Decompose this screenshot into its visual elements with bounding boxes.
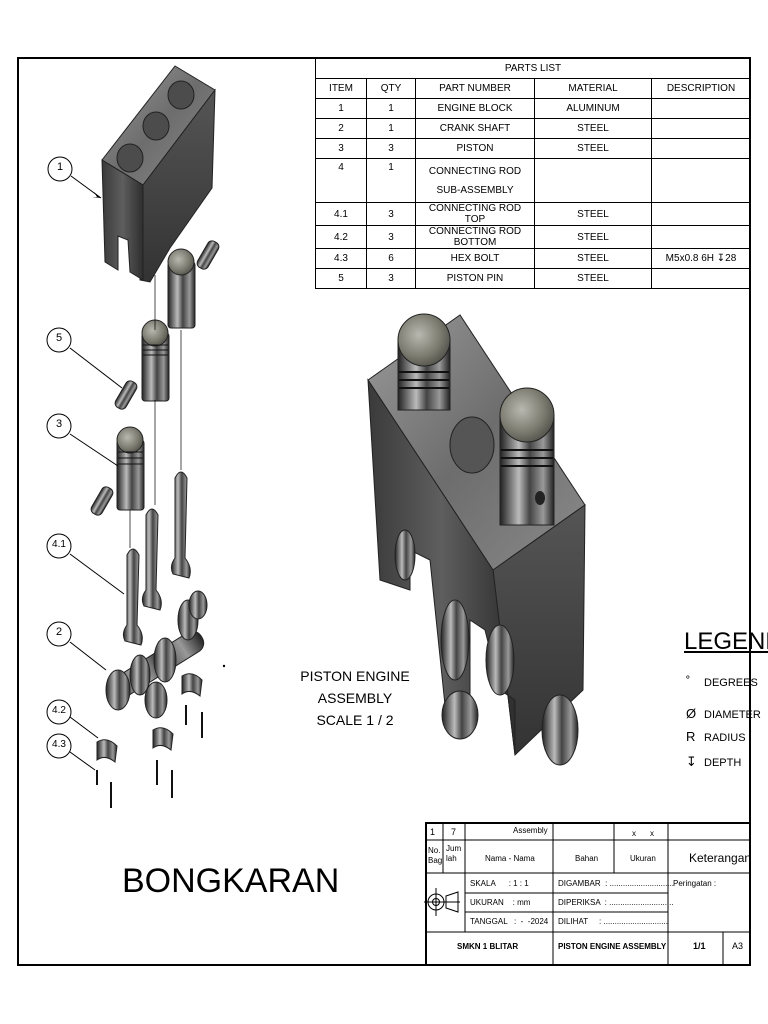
tb-school: SMKN 1 BLITAR	[457, 942, 519, 951]
table-row: 4.2 3 CONNECTING ROD BOTTOM STEEL	[315, 225, 751, 249]
callout-label: 4.3	[52, 739, 66, 750]
callout-3	[46, 413, 119, 467]
cell-part-number: CONNECTING ROD SUB-ASSEMBLY	[415, 158, 535, 203]
callout-label: 2	[55, 626, 63, 638]
callout-label: 3	[55, 418, 63, 430]
exploded-hex-bolt	[96, 705, 203, 808]
callout-label: 1	[56, 161, 64, 173]
callout-label: 5	[55, 332, 63, 344]
cell-qty: 3	[366, 202, 416, 226]
exploded-piston	[116, 426, 145, 511]
callout-4-2	[46, 699, 99, 739]
legend-item-depth: ↧DEPTH	[686, 754, 742, 769]
stray-point	[222, 664, 226, 668]
tb-diperiksa: DIPERIKSA : ............................…	[558, 898, 674, 907]
exploded-piston-pin	[90, 486, 114, 516]
cell-material	[534, 158, 652, 203]
cell-item: 4.1	[315, 202, 367, 226]
table-row: 5 3 PISTON PIN STEEL	[315, 268, 751, 289]
tb-bahan: Bahan	[575, 854, 599, 863]
table-row: 4.1 3 CONNECTING ROD TOP STEEL	[315, 202, 751, 226]
cell-description	[651, 268, 751, 289]
exploded-piston	[141, 319, 170, 402]
assembled-engine	[367, 313, 586, 766]
callout-2	[46, 621, 107, 671]
cell-qty: 3	[366, 225, 416, 249]
callout-label: 4.1	[52, 539, 66, 550]
assembly-scale: SCALE 1 / 2	[316, 712, 394, 728]
tb-sheet-no: 1	[430, 827, 436, 837]
tb-nama: Nama - Nama	[485, 854, 535, 863]
tb-drawing-title: PISTON ENGINE ASSEMBLY	[558, 942, 667, 951]
exploded-view-title: BONGKARAN	[122, 862, 340, 900]
projection-symbol-icon	[424, 888, 460, 916]
tb-paper: A3	[732, 941, 744, 951]
legend-title: LEGEND:	[684, 628, 768, 655]
radius-symbol: R	[686, 729, 696, 744]
title-block-grid	[425, 822, 751, 966]
callout-label: 4.2	[52, 705, 66, 716]
callout-1	[47, 156, 102, 199]
exploded-crank-shaft	[105, 590, 208, 719]
table-row: 2 1 CRANK SHAFT STEEL	[315, 118, 751, 139]
depth-symbol: ↧	[686, 754, 697, 769]
diameter-symbol: Ø	[686, 706, 697, 721]
exploded-connecting-rod-top	[122, 471, 191, 646]
exploded-piston-pin	[114, 380, 138, 410]
callout-4-1	[46, 533, 125, 595]
exploded-piston	[167, 248, 196, 329]
callout-5	[46, 327, 123, 389]
tb-sheet-qty: 7	[451, 827, 457, 837]
tb-keterangan: Keterangan	[689, 851, 752, 865]
tb-digambar: DIGAMBAR : .............................	[558, 879, 675, 888]
cell-material: STEEL	[534, 268, 652, 289]
exploded-engine-block	[101, 65, 216, 283]
cell-item: 5	[315, 268, 367, 289]
parts-list-header-row: ITEM QTY PART NUMBER MATERIAL DESCRIPTIO…	[315, 78, 751, 99]
tb-x1: x	[632, 829, 636, 838]
degrees-symbol: ˚	[686, 674, 691, 689]
parts-list-table: PARTS LIST ITEM QTY PART NUMBER MATERIAL…	[315, 58, 751, 289]
tb-ukuran: Ukuran	[630, 854, 656, 863]
tb-assembly: Assembly	[513, 826, 548, 835]
tb-tanggal: TANGGAL : - -2024	[470, 917, 549, 926]
legend-item-degrees: ˚DEGREES	[686, 674, 758, 689]
tb-page: 1/1	[693, 941, 706, 951]
title-block: 1 7 Assembly x x No. Bag Jum lah Nama - …	[425, 822, 751, 966]
tb-dilihat: DILIHAT : .............................	[558, 917, 668, 926]
tb-no-bag: No. Bag	[428, 846, 443, 865]
table-row: 4 1 CONNECTING ROD SUB-ASSEMBLY	[315, 158, 751, 203]
tb-ukuran-mm: UKURAN : mm	[470, 898, 531, 907]
tb-skala: SKALA : 1 : 1	[470, 879, 529, 888]
callout-4-3	[46, 733, 96, 771]
tb-jumlah: Jum lah	[446, 844, 462, 863]
assembly-title: PISTON ENGINE ASSEMBLY	[300, 668, 410, 706]
assembly-caption: PISTON ENGINE ASSEMBLY SCALE 1 / 2	[270, 665, 440, 731]
tb-x2: x	[650, 829, 654, 838]
tb-peringatan: Peringatan :	[673, 879, 717, 888]
cell-qty: 1	[366, 158, 416, 203]
exploded-piston-pin	[196, 240, 220, 270]
exploded-connecting-rod-bottom	[96, 673, 203, 763]
